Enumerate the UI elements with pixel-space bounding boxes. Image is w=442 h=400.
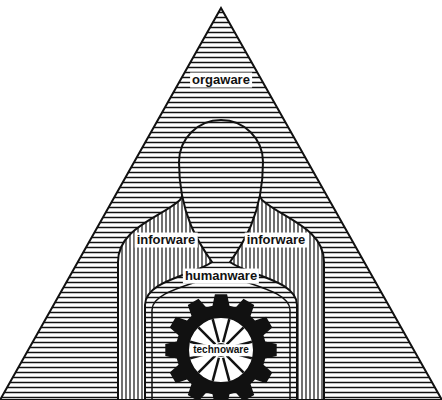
region-label: inforware <box>245 233 308 248</box>
region-node: technoware <box>166 295 276 400</box>
wheel-spoke <box>223 319 229 342</box>
region-label: inforware <box>135 233 198 248</box>
wheel-spoke <box>223 358 229 381</box>
orgaware-triangle <box>0 8 442 400</box>
region-label: humanware <box>183 269 259 284</box>
wheel-spoke <box>213 358 219 381</box>
wheel-spoke <box>213 319 219 342</box>
wheel-rim <box>188 317 254 383</box>
wheel-spoke <box>198 356 215 373</box>
region-node: inforware inforware humanware technoware <box>118 120 324 400</box>
gear-symbol <box>165 294 276 400</box>
keyhole-region <box>145 120 297 400</box>
region-node: humanware technoware <box>145 262 297 400</box>
humanware-outline <box>152 272 290 400</box>
wheel-spoke <box>227 356 244 373</box>
wheel-spoke <box>198 327 215 344</box>
wheel-spoke <box>227 327 244 344</box>
region-label: technoware <box>191 344 251 356</box>
wheel-spokes <box>190 319 252 381</box>
region-label: orgaware <box>190 73 252 88</box>
